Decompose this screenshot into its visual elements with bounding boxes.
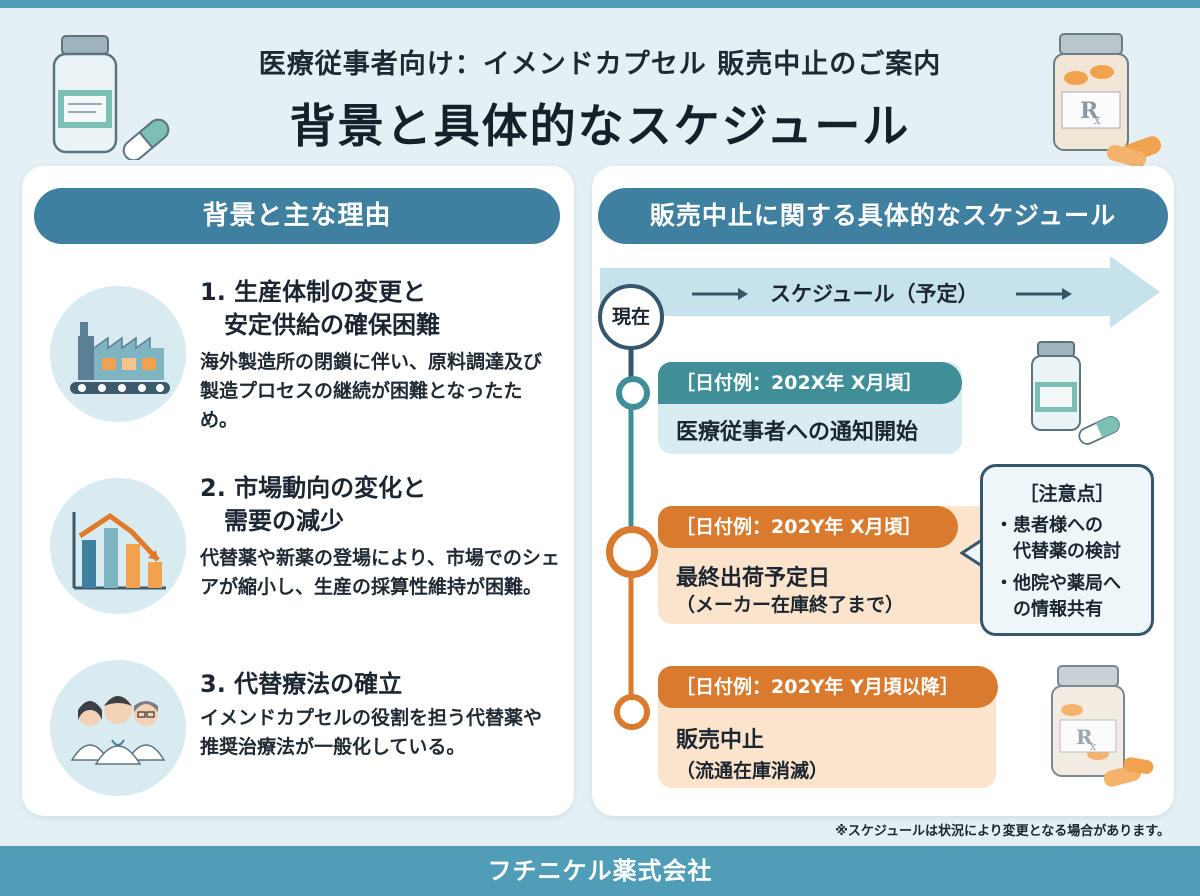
background-panel: 背景と主な理由 1. 生産体制の変更と 安定供給の確保困難 海外製造所の閉鎖に伴… xyxy=(22,166,574,816)
arrow-right-icon xyxy=(692,288,748,300)
step-title: 最終出荷予定日 xyxy=(676,566,831,591)
arrow-right-icon xyxy=(1016,288,1072,300)
step-date-tag: ［日付例：202Y年 X月頃］ xyxy=(658,506,958,548)
reason-title: 2. 市場動向の変化と 需要の減少 xyxy=(200,474,427,535)
note-title: ［注意点］ xyxy=(1019,483,1115,505)
medicine-bottle-icon xyxy=(52,35,170,160)
medicine-bottle-icon xyxy=(1031,341,1120,445)
top-strip xyxy=(0,0,1200,8)
rx-bottle-icon: R x xyxy=(1051,665,1154,787)
declining-chart-icon xyxy=(50,478,186,614)
schedule-step-3: ［日付例：202Y年 Y月頃以降］ 販売中止 （流通在庫消滅） xyxy=(658,666,998,788)
reason-body: 代替薬や新薬の登場により、市場でのシェアが縮小し、生産の採算性維持が困難。 xyxy=(200,547,560,598)
schedule-heading: 販売中止に関する具体的なスケジュール xyxy=(598,188,1168,244)
schedule-step-1: ［日付例：202X年 X月頃］ 医療従事者への通知開始 xyxy=(658,362,962,454)
svg-text:R: R xyxy=(1076,725,1093,749)
now-marker: 現在 xyxy=(598,284,664,350)
schedule-panel: 販売中止に関する具体的なスケジュール スケジュール（予定） 現在 ［日付例：20… xyxy=(592,166,1174,816)
step-title: 医療従事者への通知開始 xyxy=(676,420,919,445)
note-item: ・他院や薬局へ の情報共有 xyxy=(995,573,1121,620)
svg-text:R: R xyxy=(1080,98,1099,124)
step-subtitle: （流通在庫消滅） xyxy=(676,760,829,782)
page-subtitle: 医療従事者向け：イメンドカプセル 販売中止のご案内 xyxy=(258,49,942,80)
timeline-dot xyxy=(606,526,658,578)
footnote: ※スケジュールは状況により変更となる場合があります。 xyxy=(835,824,1170,839)
step-title: 販売中止 xyxy=(676,728,765,753)
rx-bottle-icon: R x xyxy=(1053,33,1161,166)
timeline-dot xyxy=(616,376,650,410)
svg-text:x: x xyxy=(1090,740,1097,753)
reason-body: イメンドカプセルの役割を担う代替薬や推奨治療法が一般化している。 xyxy=(200,707,543,758)
note-item: ・患者様への 代替薬の検討 xyxy=(995,515,1121,562)
step-date-tag: ［日付例：202Y年 Y月頃以降］ xyxy=(658,666,998,708)
factory-icon xyxy=(50,286,186,422)
caution-note: ［注意点］ ・患者様への 代替薬の検討 ・他院や薬局へ の情報共有 xyxy=(980,464,1154,636)
schedule-step-2: ［日付例：202Y年 X月頃］ 最終出荷予定日 （メーカー在庫終了まで） xyxy=(658,506,996,624)
timeline-dot xyxy=(614,694,650,730)
medical-staff-icon xyxy=(50,660,186,796)
reason-title: 3. 代替療法の確立 xyxy=(200,670,403,698)
header: 医療従事者向け：イメンドカプセル 販売中止のご案内 背景と具体的なスケジュール … xyxy=(0,8,1200,166)
reason-title: 1. 生産体制の変更と 安定供給の確保困難 xyxy=(200,278,440,339)
step-date-tag: ［日付例：202X年 X月頃］ xyxy=(658,362,962,404)
schedule-arrow-label: スケジュール（予定） xyxy=(770,282,979,306)
page-title: 背景と具体的なスケジュール xyxy=(289,99,911,153)
svg-text:x: x xyxy=(1094,113,1101,127)
step-subtitle: （メーカー在庫終了まで） xyxy=(676,594,905,616)
schedule-arrow-band xyxy=(600,256,1160,328)
reason-body: 海外製造所の閉鎖に伴い、原料調達及び製造プロセスの継続が困難となったため。 xyxy=(200,351,543,431)
background-heading: 背景と主な理由 xyxy=(34,188,560,244)
footer-company: フチニケル薬式会社 xyxy=(0,846,1200,896)
